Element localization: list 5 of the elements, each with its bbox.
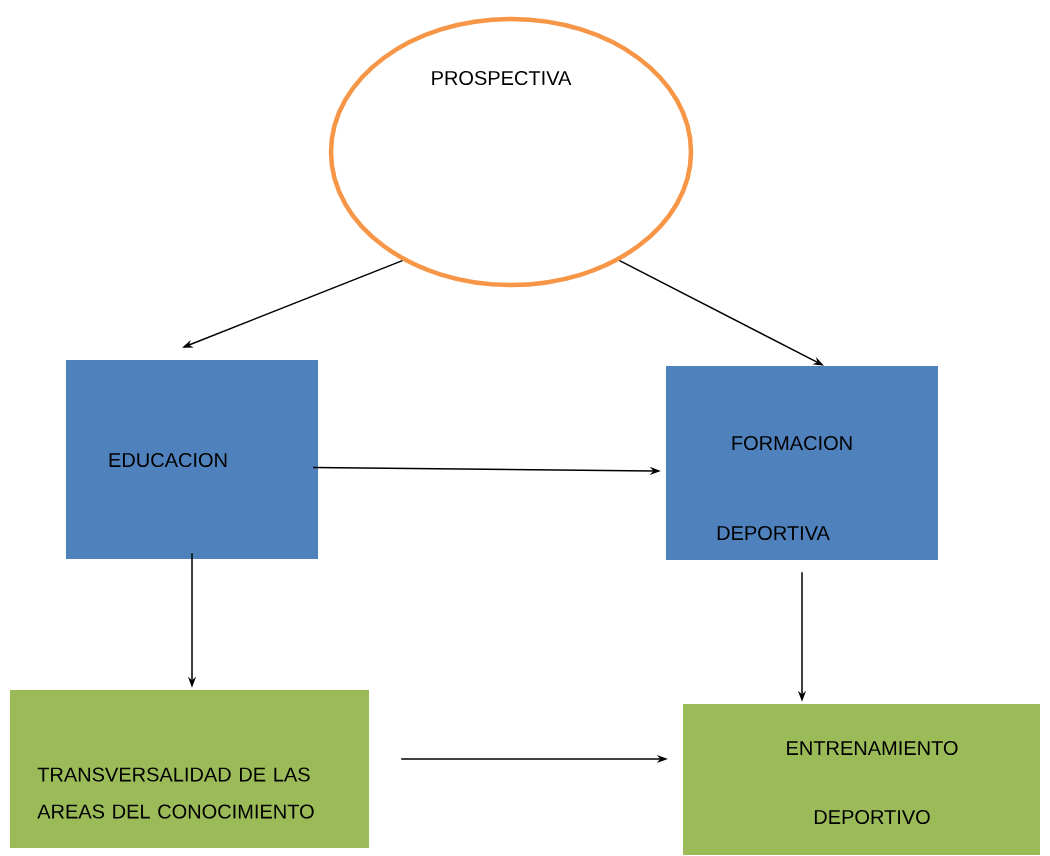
process-box: TRANSVERSALIDAD DE LAS AREAS DEL CONOCIMIENTO: [10, 690, 369, 848]
ellipse-node: PROSPECTIVA: [328, 16, 694, 288]
process-box: FORMACION DEPORTIVA: [666, 366, 938, 560]
process-box: ENTRENAMIENTO DEPORTIVO: [683, 704, 1040, 855]
process-box: EDUCACION: [66, 360, 318, 559]
